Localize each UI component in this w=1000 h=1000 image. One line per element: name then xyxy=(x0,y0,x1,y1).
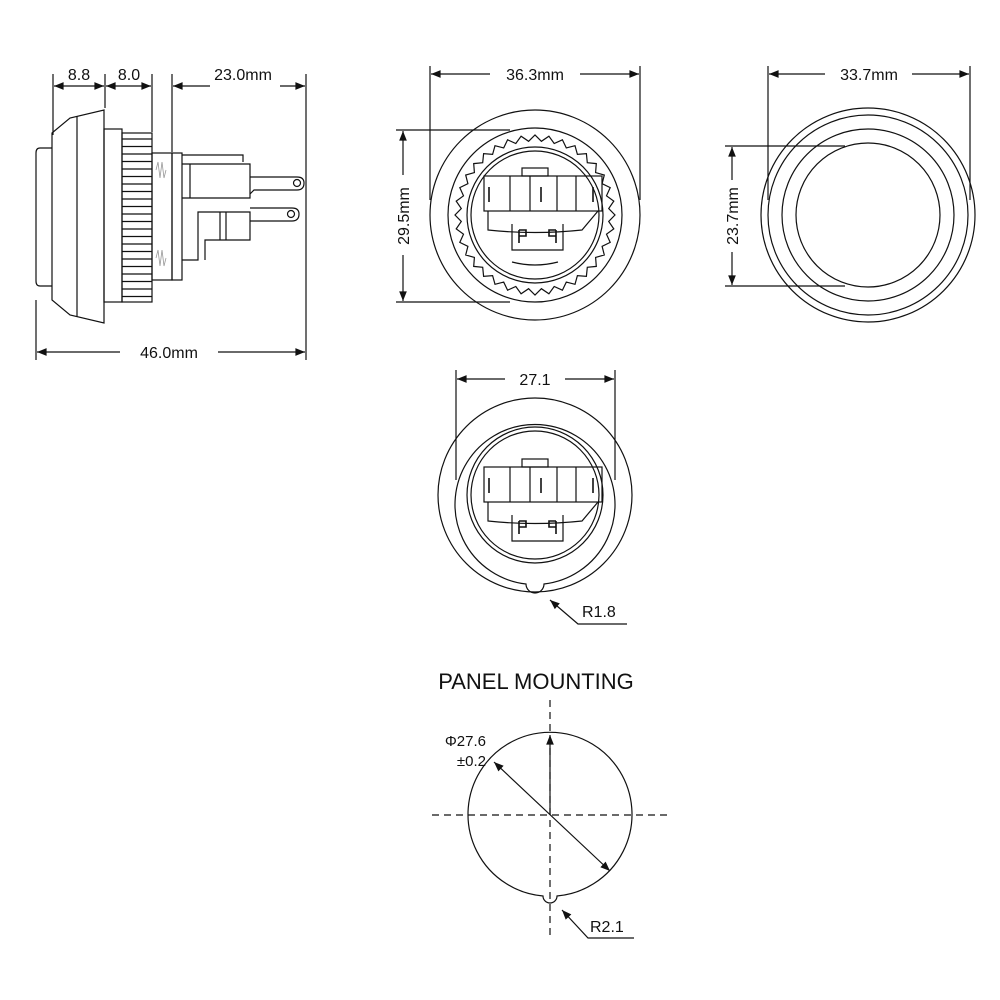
dim-cap-label: 8.8 xyxy=(68,67,90,84)
switch-body-side xyxy=(35,109,305,324)
dim-terminal-label: 23.0mm xyxy=(214,67,272,84)
panel-mounting-title: PANEL MOUNTING xyxy=(438,669,634,694)
rear-width-label: 36.3mm xyxy=(506,67,564,84)
width-27-label: 27.1 xyxy=(519,372,550,389)
front-view: 33.7mm 23.7mm xyxy=(725,66,976,323)
rear-view-no-nut: 27.1 R1.8 xyxy=(437,370,633,625)
rear-view: 36.3mm 29.5mm xyxy=(396,66,641,321)
front-height-label: 23.7mm xyxy=(725,187,742,245)
radius-r21-label: R2.1 xyxy=(590,919,624,936)
connector-block xyxy=(483,458,603,542)
rear-height-label: 29.5mm xyxy=(396,187,413,245)
serrated-nut-ring xyxy=(454,134,616,296)
dimension-lines xyxy=(35,74,307,360)
hole-tolerance-label: ±0.2 xyxy=(457,753,486,770)
hole-diameter-label: Φ27.6 xyxy=(445,733,486,750)
front-width-label: 33.7mm xyxy=(840,67,898,84)
dim-nut-label: 8.0 xyxy=(118,67,140,84)
connector-block xyxy=(483,167,603,266)
side-view: 8.8 8.0 23.0mm 46.0mm xyxy=(35,67,307,362)
panel-mounting: PANEL MOUNTING Φ27.6 ±0.2 R2.1 xyxy=(432,669,670,940)
dim-total-label: 46.0mm xyxy=(140,345,198,362)
radius-r18-label: R1.8 xyxy=(582,604,616,621)
